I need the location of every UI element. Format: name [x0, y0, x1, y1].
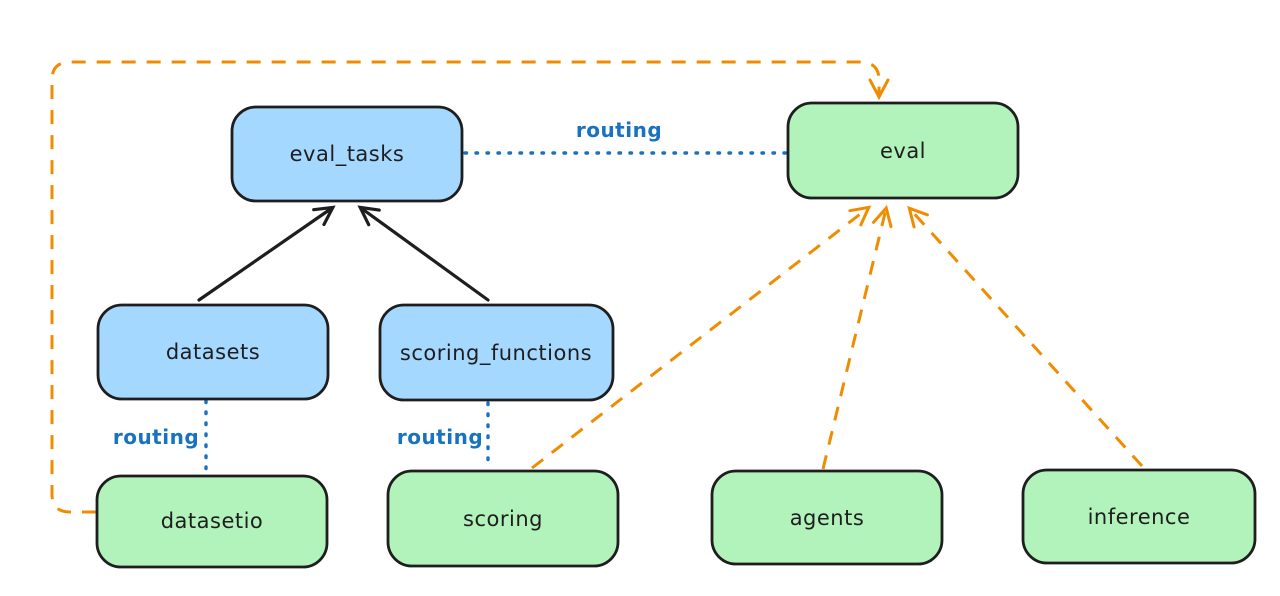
- node-datasetio: datasetio: [95, 474, 329, 569]
- node-inference: inference: [1021, 468, 1257, 565]
- node-scoring-functions: scoring_functions: [378, 303, 615, 402]
- node-agents-label: agents: [790, 506, 865, 530]
- node-eval-label: eval: [880, 139, 926, 163]
- node-inference-box: [1021, 468, 1257, 565]
- edge-datasets-to-eval-tasks: [197, 205, 336, 302]
- node-agents: agents: [710, 469, 944, 566]
- node-datasets-label: datasets: [166, 340, 260, 364]
- edge-label-routing-left: routing: [113, 425, 199, 449]
- edge-scoring-functions-to-eval-tasks: [357, 205, 490, 302]
- node-datasetio-label: datasetio: [161, 509, 264, 533]
- node-scoring: scoring: [386, 469, 620, 568]
- edge-agents-to-eval: [821, 204, 893, 470]
- node-datasetio-box: [95, 474, 329, 569]
- node-scoring-functions-label: scoring_functions: [400, 341, 592, 366]
- node-eval-tasks-label: eval_tasks: [290, 142, 405, 167]
- node-scoring-functions-box: [378, 303, 615, 402]
- edge-label-routing-middle: routing: [397, 425, 483, 449]
- edge-inference-to-eval: [907, 205, 1144, 468]
- edge-scoring-to-eval: [531, 205, 872, 470]
- edge-datasetio-to-eval: [50, 60, 890, 514]
- edge-label-routing-top: routing: [576, 118, 662, 142]
- node-eval-tasks: eval_tasks: [230, 105, 464, 203]
- node-eval-tasks-box: [230, 105, 464, 203]
- node-agents-box: [710, 469, 944, 566]
- node-datasets: datasets: [96, 303, 330, 401]
- node-scoring-box: [386, 469, 620, 568]
- node-eval-box: [786, 101, 1020, 200]
- node-inference-label: inference: [1088, 505, 1191, 529]
- node-scoring-label: scoring: [463, 507, 543, 531]
- node-datasets-box: [96, 303, 330, 401]
- node-eval: eval: [786, 101, 1020, 200]
